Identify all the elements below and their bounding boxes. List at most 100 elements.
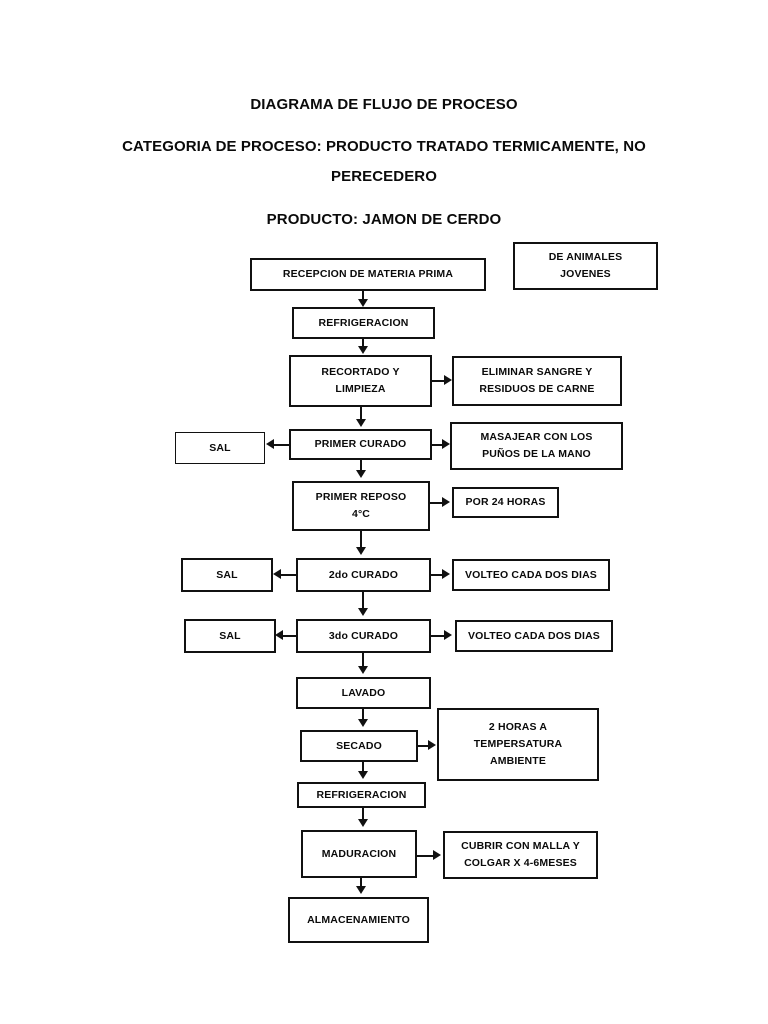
edge-curado3-to-volteo2 [431, 635, 445, 637]
node-masajear-punos[interactable]: MASAJEAR CON LOS PUÑOS DE LA MANO [450, 422, 623, 470]
node-label: VOLTEO CADA DOS DIAS [468, 629, 600, 642]
node-refrigeracion-1[interactable]: REFRIGERACION [292, 307, 435, 339]
edge-secado-to-doshoras [418, 745, 431, 747]
node-volteo-cada-dos-dias-1[interactable]: VOLTEO CADA DOS DIAS [452, 559, 610, 591]
node-label: 2do CURADO [328, 568, 399, 581]
edge-curado3-to-lavado [362, 653, 364, 667]
edge-curado1-to-masajear [432, 444, 444, 446]
arrow-down-icon [358, 666, 368, 674]
title-line-1: DIAGRAMA DE FLUJO DE PROCESO [250, 96, 518, 113]
arrow-down-icon [358, 719, 368, 727]
node-maduracion[interactable]: MADURACION [301, 830, 417, 878]
edge-curado2-to-curado3 [362, 592, 364, 609]
node-label-line2: COLGAR X 4-6MESES [464, 857, 577, 869]
node-label-line1: MASAJEAR CON LOS [480, 431, 593, 443]
node-label-line1: PRIMER REPOSO [315, 491, 407, 503]
node-label: RECEPCION DE MATERIA PRIMA [282, 268, 454, 280]
edge-curado3-to-sal3 [283, 635, 297, 637]
edge-recortado-to-curado1 [360, 407, 362, 420]
node-label-line2: TEMPERSATURA [473, 738, 563, 750]
node-2do-curado[interactable]: 2do CURADO [296, 558, 431, 592]
node-almacenamiento[interactable]: ALMACENAMIENTO [288, 897, 429, 943]
node-label: SECADO [336, 739, 382, 752]
diagram-title: DIAGRAMA DE FLUJO DE PROCESO [0, 90, 768, 120]
edge-lavado-to-secado [362, 709, 364, 721]
node-sal-3[interactable]: SAL [184, 619, 276, 653]
node-label-line2: JOVENES [560, 268, 611, 280]
title-line-3: PRODUCTO: JAMON DE CERDO [266, 211, 502, 228]
arrow-right-icon [444, 630, 452, 640]
node-label-line1: DE ANIMALES [548, 251, 623, 263]
arrow-down-icon [358, 819, 368, 827]
node-volteo-cada-dos-dias-2[interactable]: VOLTEO CADA DOS DIAS [455, 620, 613, 652]
node-label-line2: PUÑOS DE LA MANO [482, 448, 591, 460]
node-label-line3: AMBIENTE [489, 755, 547, 767]
arrow-left-icon [266, 439, 274, 449]
arrow-down-icon [358, 608, 368, 616]
node-label: POR 24 HORAS [465, 496, 546, 508]
arrow-left-icon [273, 569, 281, 579]
node-de-animales-jovenes[interactable]: DE ANIMALES JOVENES [513, 242, 658, 290]
edge-reposo1-to-horas24 [430, 502, 444, 504]
edge-maduracion-to-cubrir [417, 855, 435, 857]
arrow-down-icon [358, 299, 368, 307]
arrow-right-icon [433, 850, 441, 860]
node-label: REFRIGERACION [318, 316, 409, 329]
node-label: ALMACENAMIENTO [307, 913, 410, 926]
node-primer-curado[interactable]: PRIMER CURADO [289, 429, 432, 460]
diagram-product: PRODUCTO: JAMON DE CERDO [0, 205, 768, 235]
title-line-2: CATEGORIA DE PROCESO: PRODUCTO TRATADO T… [122, 138, 646, 185]
node-secado[interactable]: SECADO [300, 730, 418, 762]
node-refrigeracion-2[interactable]: REFRIGERACION [297, 782, 426, 808]
edge-reposo1-to-curado2 [360, 531, 362, 549]
edge-recortado-to-eliminar [432, 380, 446, 382]
arrow-down-icon [356, 886, 366, 894]
edge-secado-to-refrigeracion2 [362, 762, 364, 773]
node-label: SAL [219, 629, 241, 642]
node-label: SAL [216, 568, 238, 581]
node-label: LAVADO [341, 686, 386, 699]
node-label-line1: RECORTADO Y [321, 366, 400, 378]
edge-curado2-to-volteo1 [431, 574, 444, 576]
node-label: PRIMER CURADO [314, 438, 407, 450]
arrow-down-icon [356, 419, 366, 427]
node-3do-curado[interactable]: 3do CURADO [296, 619, 431, 653]
node-label-line2: LIMPIEZA [335, 383, 386, 395]
arrow-right-icon [442, 497, 450, 507]
arrow-down-icon [356, 547, 366, 555]
node-recepcion-materia-prima[interactable]: RECEPCION DE MATERIA PRIMA [250, 258, 486, 291]
node-sal-2[interactable]: SAL [181, 558, 273, 592]
node-label: SAL [209, 441, 231, 454]
node-label-line1: ELIMINAR SANGRE Y [481, 366, 593, 378]
node-label-line1: CUBRIR CON MALLA Y [461, 840, 580, 852]
node-2-horas-temperatura-ambiente[interactable]: 2 HORAS A TEMPERSATURA AMBIENTE [437, 708, 599, 781]
node-label: REFRIGERACION [316, 788, 407, 801]
node-label-line2: 4°C [351, 508, 371, 520]
arrow-right-icon [428, 740, 436, 750]
edge-curado1-to-sal1 [274, 444, 290, 446]
arrow-right-icon [444, 375, 452, 385]
node-primer-reposo[interactable]: PRIMER REPOSO 4°C [292, 481, 430, 531]
node-label: 3do CURADO [328, 629, 399, 642]
arrow-down-icon [358, 346, 368, 354]
node-eliminar-sangre-residuos[interactable]: ELIMINAR SANGRE Y RESIDUOS DE CARNE [452, 356, 622, 406]
arrow-down-icon [356, 470, 366, 478]
node-por-24-horas[interactable]: POR 24 HORAS [452, 487, 559, 518]
arrow-down-icon [358, 771, 368, 779]
arrow-right-icon [442, 439, 450, 449]
edge-recepcion-to-refrigeracion1 [362, 291, 364, 301]
node-recortado-limpieza[interactable]: RECORTADO Y LIMPIEZA [289, 355, 432, 407]
arrow-right-icon [442, 569, 450, 579]
node-lavado[interactable]: LAVADO [296, 677, 431, 709]
edge-refrigeracion1-to-recortado [362, 339, 364, 347]
node-label: VOLTEO CADA DOS DIAS [465, 568, 597, 581]
node-label: MADURACION [321, 847, 397, 860]
edge-curado1-to-reposo1 [360, 460, 362, 472]
node-sal-1[interactable]: SAL [175, 432, 265, 464]
arrow-left-icon [275, 630, 283, 640]
node-cubrir-malla-colgar[interactable]: CUBRIR CON MALLA Y COLGAR X 4-6MESES [443, 831, 598, 879]
diagram-category: CATEGORIA DE PROCESO: PRODUCTO TRATADO T… [84, 132, 684, 192]
edge-refrigeracion2-to-maduracion [362, 808, 364, 820]
node-label-line1: 2 HORAS A [488, 721, 548, 733]
